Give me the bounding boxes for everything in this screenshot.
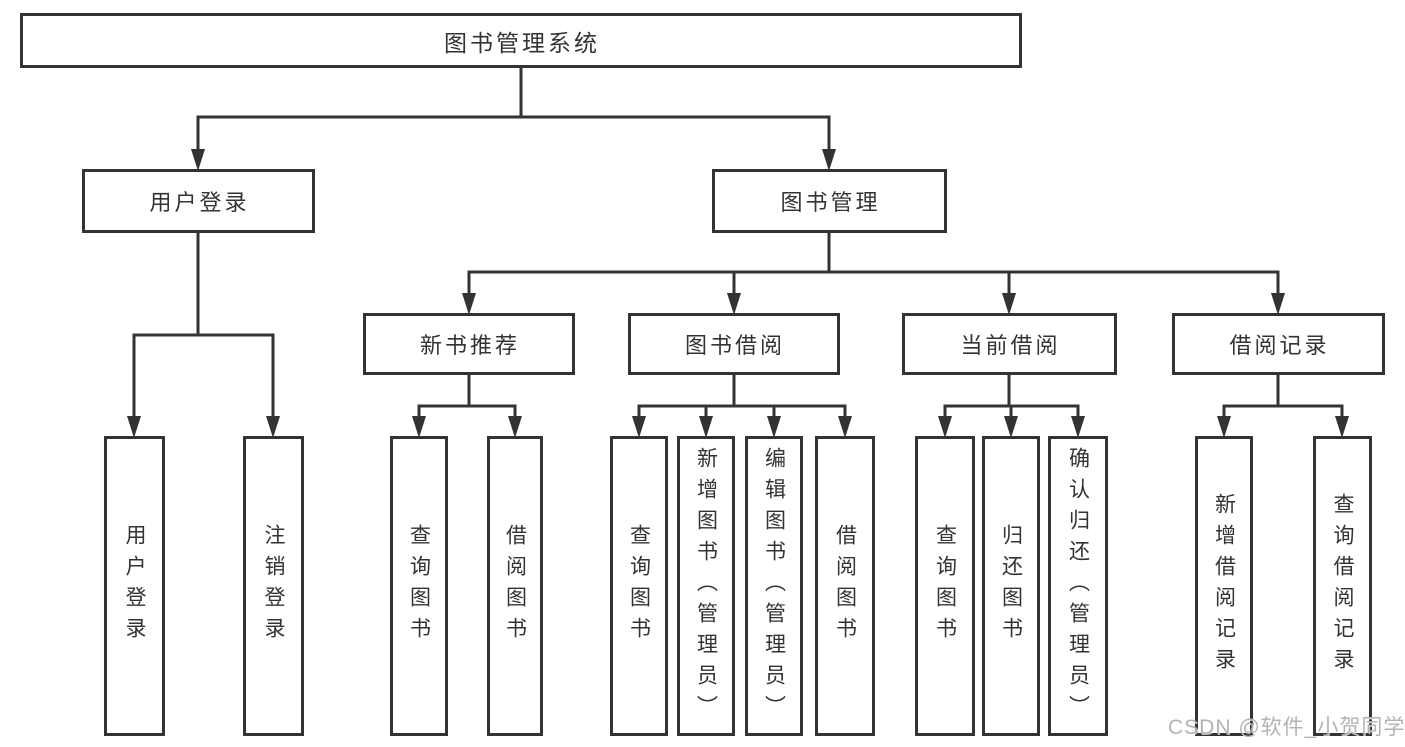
node-user-login: 用户登录 — [82, 169, 315, 233]
node-label: 归还图书 — [999, 524, 1023, 648]
node-label: 借阅图书 — [833, 524, 857, 648]
node-label: 图书管理系统 — [444, 29, 600, 56]
node-current-borrowing: 当前借阅 — [902, 313, 1117, 375]
node-label: 当前借阅 — [960, 333, 1061, 358]
leaf-user-login: 用户登录 — [104, 436, 165, 736]
node-label: 用户登录 — [149, 190, 250, 215]
node-book-borrowing: 图书借阅 — [628, 313, 840, 375]
node-label: 借阅记录 — [1229, 333, 1330, 358]
leaf-query-books-borrowing: 查询图书 — [610, 436, 668, 736]
leaf-borrow-books-borrowing: 借阅图书 — [815, 436, 875, 736]
leaf-edit-books-admin: 编辑图书（管理员） — [745, 436, 803, 736]
node-label: 查询图书 — [933, 524, 957, 648]
node-label: 图书管理 — [780, 190, 881, 215]
leaf-confirm-return-admin: 确认归还（管理员） — [1048, 436, 1108, 736]
node-label: 新书推荐 — [419, 333, 520, 358]
node-label: 查询图书 — [407, 524, 431, 648]
leaf-query-books-recommendation: 查询图书 — [390, 436, 448, 736]
node-label: 查询图书 — [627, 524, 651, 648]
leaf-add-borrow-record: 新增借阅记录 — [1195, 436, 1253, 736]
node-label: 新增借阅记录 — [1212, 493, 1236, 679]
node-label: 借阅图书 — [503, 524, 527, 648]
leaf-logout: 注销登录 — [243, 436, 304, 736]
node-label: 新增图书（管理员） — [694, 446, 718, 726]
node-borrowing-records: 借阅记录 — [1172, 313, 1385, 375]
node-new-book-recommendation: 新书推荐 — [363, 313, 575, 375]
node-label: 图书借阅 — [684, 333, 785, 358]
node-label: 查询借阅记录 — [1331, 493, 1354, 679]
node-label: 用户登录 — [123, 524, 146, 648]
leaf-query-books-current: 查询图书 — [915, 436, 975, 736]
node-label: 注销登录 — [262, 524, 285, 648]
leaf-return-books: 归还图书 — [982, 436, 1040, 736]
node-book-management: 图书管理 — [712, 169, 947, 233]
leaf-borrow-books-recommendation: 借阅图书 — [487, 436, 543, 736]
leaf-query-borrow-record: 查询借阅记录 — [1313, 436, 1372, 736]
leaf-add-books-admin: 新增图书（管理员） — [677, 436, 735, 736]
node-label: 编辑图书（管理员） — [762, 446, 786, 726]
node-label: 确认归还（管理员） — [1066, 446, 1090, 726]
node-library-management-system: 图书管理系统 — [20, 13, 1022, 68]
